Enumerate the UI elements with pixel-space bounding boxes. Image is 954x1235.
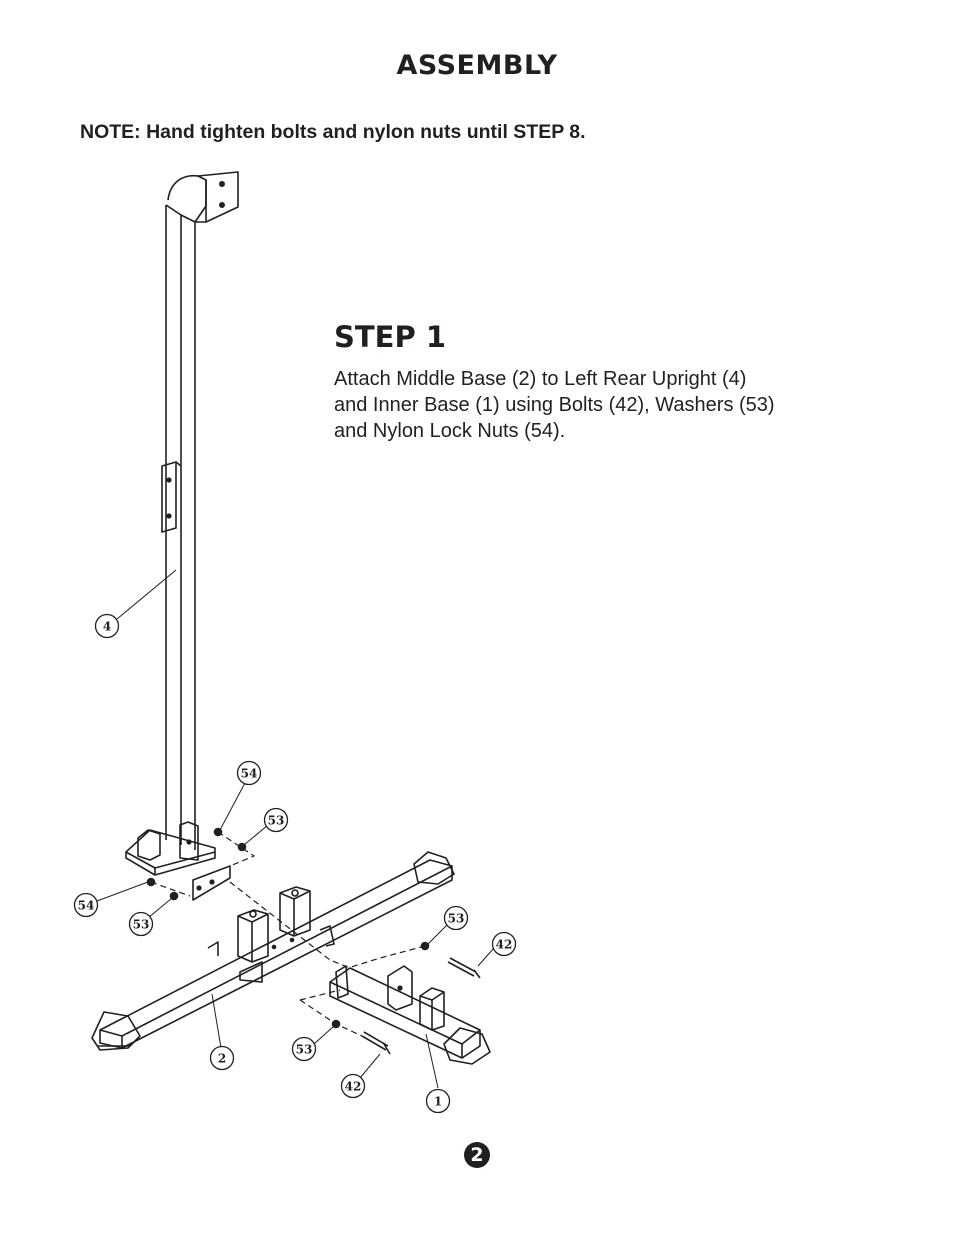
svg-text:54: 54 (241, 767, 258, 781)
step-instructions: Attach Middle Base (2) to Left Rear Upri… (334, 366, 854, 444)
svg-text:53: 53 (133, 918, 150, 932)
callout-53-right: 53 (443, 905, 469, 931)
svg-text:42: 42 (345, 1080, 362, 1094)
step-title: STEP 1 (334, 320, 447, 354)
inner-base (329, 965, 491, 1065)
svg-text:2: 2 (218, 1052, 226, 1066)
svg-text:42: 42 (496, 938, 513, 952)
hardware (146, 827, 481, 1055)
page-title: ASSEMBLY (396, 50, 558, 81)
assembly-guide-lines (150, 831, 426, 1037)
assembly-note: NOTE: Hand tighten bolts and nylon nuts … (80, 121, 586, 143)
instruction-line: and Inner Base (1) using Bolts (42), Was… (334, 394, 775, 416)
middle-base (91, 851, 455, 1051)
upright-base (125, 821, 231, 901)
svg-text:53: 53 (296, 1043, 313, 1057)
callout-42-bottom: 42 (340, 1073, 366, 1099)
svg-text:53: 53 (268, 814, 285, 828)
instruction-line: Attach Middle Base (2) to Left Rear Upri… (334, 368, 747, 390)
left-rear-upright (161, 171, 239, 850)
callout-leaders (96, 569, 495, 1089)
callout-54-left: 54 (73, 892, 99, 918)
callout-54-upper: 54 (236, 760, 262, 786)
callout-53-bottom: 53 (291, 1036, 317, 1062)
svg-text:54: 54 (78, 899, 95, 913)
instruction-line: and Nylon Lock Nuts (54). (334, 420, 566, 442)
callout-42-right: 42 (491, 931, 517, 957)
callout-2: 2 (209, 1045, 235, 1071)
callout-4: 4 (94, 613, 120, 639)
svg-text:53: 53 (448, 912, 465, 926)
page-number-badge: 2 (464, 1142, 490, 1168)
svg-text:1: 1 (434, 1095, 442, 1109)
callout-1: 1 (425, 1088, 451, 1114)
callout-53-upper: 53 (263, 807, 289, 833)
svg-text:4: 4 (103, 620, 111, 634)
callout-53-left: 53 (128, 911, 154, 937)
